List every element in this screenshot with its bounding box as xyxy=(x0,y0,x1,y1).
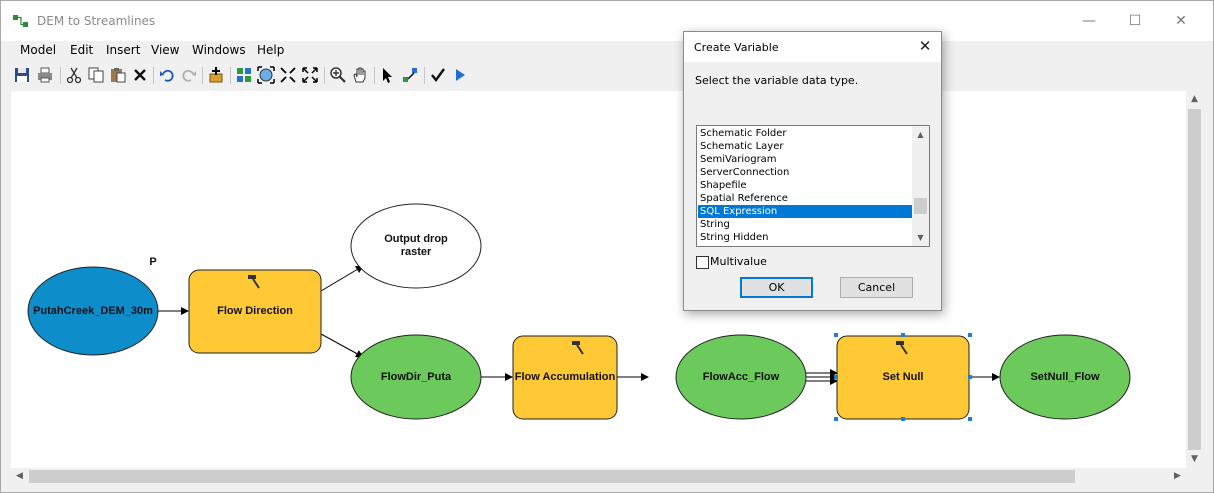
menu-model[interactable]: Model xyxy=(20,43,57,57)
run-icon[interactable] xyxy=(451,66,469,84)
list-scroll-thumb[interactable] xyxy=(914,198,927,214)
list-scrollbar[interactable]: ▲ ▼ xyxy=(912,126,929,246)
connector-flow-direction-to-flowdir xyxy=(320,333,364,358)
list-item[interactable]: ServerConnection xyxy=(700,167,790,178)
dialog-title-bar: Create Variable ✕ xyxy=(684,32,941,62)
delete-icon[interactable] xyxy=(131,66,149,84)
connector-flow-direction-to-output-drop xyxy=(320,265,364,292)
output-drop-raster-label: Output drop raster xyxy=(384,233,448,258)
add-data-icon[interactable] xyxy=(207,66,225,84)
selection-handles xyxy=(834,333,972,421)
input-node-label: PutahCreek_DEM_30m xyxy=(33,304,153,317)
toolbar-separator xyxy=(60,67,61,84)
cut-icon[interactable] xyxy=(65,66,83,84)
flow-direction-label: Flow Direction xyxy=(217,304,293,317)
list-item[interactable]: Schematic Layer xyxy=(700,141,784,152)
multivalue-checkbox[interactable] xyxy=(696,256,709,269)
paste-icon[interactable] xyxy=(109,66,127,84)
flowacc-label: FlowAcc_Flow xyxy=(702,370,780,383)
cancel-button[interactable]: Cancel xyxy=(840,277,913,298)
menu-windows[interactable]: Windows xyxy=(192,43,246,57)
full-extent-icon[interactable] xyxy=(257,66,275,84)
flowdir-label: FlowDir_Puta xyxy=(380,370,452,383)
flow-accumulation-tool-node[interactable] xyxy=(512,335,618,420)
toolbar-separator xyxy=(153,67,154,84)
title-bar: DEM to Streamlines — ☐ ✕ xyxy=(1,1,1213,41)
fixed-zoom-in-icon[interactable] xyxy=(279,66,297,84)
copy-icon[interactable] xyxy=(87,66,105,84)
create-variable-dialog: Create Variable ✕ Select the variable da… xyxy=(683,31,942,311)
list-scroll-down-icon[interactable]: ▼ xyxy=(917,233,924,242)
menu-help[interactable]: Help xyxy=(257,43,285,57)
save-icon[interactable] xyxy=(13,66,31,84)
list-item[interactable]: Shapefile xyxy=(700,180,747,191)
parameter-marker: P xyxy=(149,255,157,268)
menu-view[interactable]: View xyxy=(151,43,180,57)
output-drop-raster-node[interactable] xyxy=(350,203,482,289)
toolbar xyxy=(1,63,1213,89)
multivalue-label: Multivalue xyxy=(710,255,767,268)
model-builder-app-icon xyxy=(13,15,28,27)
toolbar-separator xyxy=(202,67,203,84)
list-item[interactable]: String Hidden xyxy=(700,232,769,243)
pan-icon[interactable] xyxy=(351,66,369,84)
hammer-icon xyxy=(896,341,908,355)
list-item[interactable]: String xyxy=(700,219,730,230)
list-item[interactable]: Schematic Folder xyxy=(700,128,787,139)
fixed-zoom-out-icon[interactable] xyxy=(301,66,319,84)
dialog-close-icon[interactable]: ✕ xyxy=(918,37,932,55)
validate-icon[interactable] xyxy=(429,66,447,84)
input-data-node[interactable] xyxy=(27,266,159,356)
model-canvas[interactable]: P PutahCreek_DEM_30m Flow Direction Outp… xyxy=(11,91,1186,468)
vertical-scroll-thumb[interactable] xyxy=(1188,109,1201,450)
print-icon[interactable] xyxy=(36,66,54,84)
list-scroll-up-icon[interactable]: ▲ xyxy=(917,130,924,139)
flowacc-data-node[interactable] xyxy=(675,334,807,420)
flow-accumulation-label: Flow Accumulation xyxy=(514,370,616,383)
menu-edit[interactable]: Edit xyxy=(70,43,94,57)
setnull-flow-data-node[interactable] xyxy=(999,334,1131,420)
flowdir-data-node[interactable] xyxy=(350,334,482,420)
scroll-right-arrow-icon[interactable]: ▶ xyxy=(1174,471,1181,481)
list-item-selected[interactable]: SQL Expression xyxy=(698,205,913,218)
minimize-button[interactable]: — xyxy=(1082,13,1096,29)
setnull-flow-label: SetNull_Flow xyxy=(1030,370,1100,383)
connect-icon[interactable] xyxy=(401,66,419,84)
horizontal-scroll-thumb[interactable] xyxy=(29,470,1075,483)
close-window-button[interactable]: ✕ xyxy=(1175,13,1187,29)
toolbar-separator xyxy=(324,67,325,84)
data-type-list[interactable]: Schematic Folder Schematic Layer SemiVar… xyxy=(696,125,930,247)
scroll-up-arrow-icon[interactable]: ▲ xyxy=(1191,94,1198,104)
toolbar-separator xyxy=(424,67,425,84)
flow-direction-tool-node[interactable] xyxy=(188,269,322,354)
dialog-title: Create Variable xyxy=(694,41,779,54)
model-diagram xyxy=(27,203,1131,421)
menu-insert[interactable]: Insert xyxy=(106,43,141,57)
scroll-left-arrow-icon[interactable]: ◀ xyxy=(16,471,23,481)
hammer-icon xyxy=(248,275,260,289)
undo-icon[interactable] xyxy=(158,66,176,84)
toolbar-separator xyxy=(230,67,231,84)
scroll-down-arrow-icon[interactable]: ▼ xyxy=(1191,454,1198,464)
dialog-prompt: Select the variable data type. xyxy=(695,74,859,87)
zoom-in-icon[interactable] xyxy=(329,66,347,84)
list-item[interactable]: Spatial Reference xyxy=(700,193,788,204)
hammer-icon xyxy=(572,341,584,355)
toolbar-separator xyxy=(374,67,375,84)
auto-layout-icon[interactable] xyxy=(235,66,253,84)
set-null-label: Set Null xyxy=(882,370,924,383)
redo-icon[interactable] xyxy=(180,66,198,84)
maximize-button[interactable]: ☐ xyxy=(1128,13,1142,29)
select-icon[interactable] xyxy=(379,66,397,84)
list-item[interactable]: SemiVariogram xyxy=(700,154,777,165)
menu-bar: Model Edit Insert View Windows Help xyxy=(1,41,1213,61)
ok-button[interactable]: OK xyxy=(740,277,813,298)
window-title: DEM to Streamlines xyxy=(37,14,156,28)
